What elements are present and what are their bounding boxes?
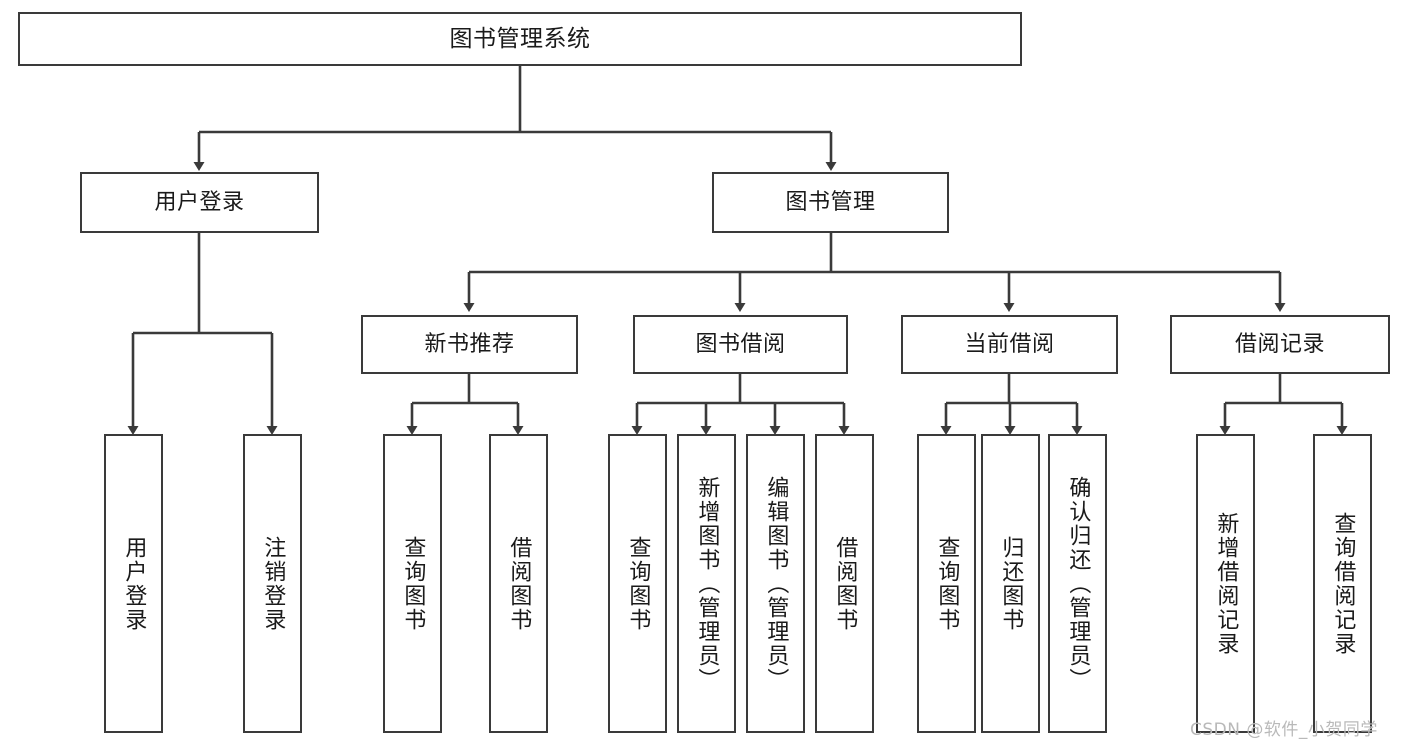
leaf-user-login-logout-label: 注销登录	[260, 535, 286, 632]
leaf-user-login-login-label: 用户登录	[121, 535, 147, 632]
node-borrow-records[interactable]: 借阅记录	[1170, 315, 1390, 374]
node-root-label: 图书管理系统	[449, 25, 591, 52]
leaf-current-borrow-return-label: 归还图书	[998, 535, 1024, 632]
leaf-borrow-record-add-label: 新增借阅记录	[1213, 511, 1239, 656]
leaf-book-borrow-edit[interactable]: 编辑图书（管理员）	[746, 434, 805, 733]
leaf-current-borrow-query-label: 查询图书	[934, 535, 960, 632]
leaf-book-borrow-borrow-label: 借阅图书	[832, 535, 858, 632]
node-borrow-records-label: 借阅记录	[1234, 331, 1325, 357]
node-current-borrow[interactable]: 当前借阅	[901, 315, 1118, 374]
leaf-book-borrow-borrow[interactable]: 借阅图书	[815, 434, 874, 733]
node-book-borrow[interactable]: 图书借阅	[633, 315, 848, 374]
node-new-book-recommend[interactable]: 新书推荐	[361, 315, 578, 374]
leaf-borrow-record-query-label: 查询借阅记录	[1330, 511, 1356, 656]
leaf-book-borrow-add-label: 新增图书（管理员）	[694, 475, 720, 692]
leaf-current-borrow-return[interactable]: 归还图书	[981, 434, 1040, 733]
leaf-book-borrow-query[interactable]: 查询图书	[608, 434, 667, 733]
leaf-current-borrow-confirm-return[interactable]: 确认归还（管理员）	[1048, 434, 1107, 733]
leaf-current-borrow-confirm-return-label: 确认归还（管理员）	[1065, 475, 1091, 692]
leaf-new-book-query[interactable]: 查询图书	[383, 434, 442, 733]
node-root[interactable]: 图书管理系统	[18, 12, 1022, 66]
leaf-borrow-record-query[interactable]: 查询借阅记录	[1313, 434, 1372, 733]
leaf-new-book-borrow-label: 借阅图书	[506, 535, 532, 632]
leaf-book-borrow-edit-label: 编辑图书（管理员）	[763, 475, 789, 692]
node-new-book-recommend-label: 新书推荐	[424, 331, 515, 357]
leaf-book-borrow-add[interactable]: 新增图书（管理员）	[677, 434, 736, 733]
node-book-management[interactable]: 图书管理	[712, 172, 949, 233]
leaf-new-book-borrow[interactable]: 借阅图书	[489, 434, 548, 733]
node-user-login-label: 用户登录	[154, 189, 245, 215]
node-book-borrow-label: 图书借阅	[695, 331, 786, 357]
leaf-borrow-record-add[interactable]: 新增借阅记录	[1196, 434, 1255, 733]
leaf-current-borrow-query[interactable]: 查询图书	[917, 434, 976, 733]
leaf-user-login-login[interactable]: 用户登录	[104, 434, 163, 733]
leaf-new-book-query-label: 查询图书	[400, 535, 426, 632]
leaf-user-login-logout[interactable]: 注销登录	[243, 434, 302, 733]
leaf-book-borrow-query-label: 查询图书	[625, 535, 651, 632]
node-current-borrow-label: 当前借阅	[964, 331, 1055, 357]
node-book-management-label: 图书管理	[785, 189, 876, 215]
node-user-login[interactable]: 用户登录	[80, 172, 319, 233]
watermark: CSDN @软件_小贺同学	[1190, 720, 1378, 740]
